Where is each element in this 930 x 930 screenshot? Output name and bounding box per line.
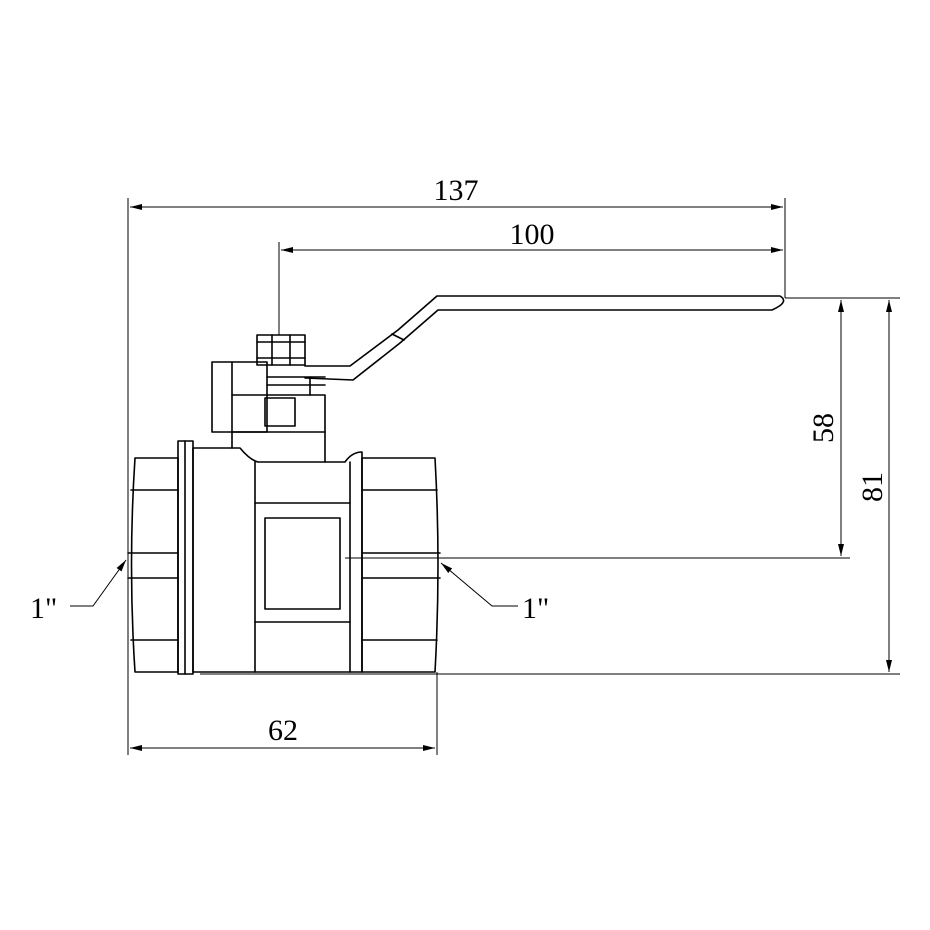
right-thread-end bbox=[361, 457, 441, 673]
dim-overall-length-label: 137 bbox=[434, 174, 479, 207]
handle-lever bbox=[304, 295, 785, 381]
dim-overall-height-label: 81 bbox=[856, 472, 889, 502]
thread-left-label: 1" bbox=[30, 592, 57, 625]
dim-handle-length-label: 100 bbox=[510, 218, 555, 251]
dim-body-length-label: 62 bbox=[268, 714, 298, 747]
dim-overall-length: 137 bbox=[130, 174, 783, 210]
dim-stem-height: 58 bbox=[807, 300, 844, 556]
left-thread-end bbox=[127, 457, 179, 673]
dim-overall-height: 81 bbox=[856, 300, 892, 672]
extension-lines bbox=[127, 198, 900, 755]
valve-body bbox=[127, 440, 441, 675]
central-body bbox=[192, 447, 363, 673]
dim-body-length: 62 bbox=[130, 714, 435, 751]
dim-stem-height-label: 58 bbox=[807, 413, 840, 443]
dim-handle-length: 100 bbox=[281, 218, 783, 253]
stem-nut bbox=[256, 334, 306, 366]
leader-thread-left: 1" bbox=[30, 559, 127, 625]
valve-stem bbox=[211, 334, 326, 463]
flange bbox=[177, 440, 194, 675]
leader-thread-right: 1" bbox=[440, 562, 549, 625]
thread-right-label: 1" bbox=[522, 592, 549, 625]
